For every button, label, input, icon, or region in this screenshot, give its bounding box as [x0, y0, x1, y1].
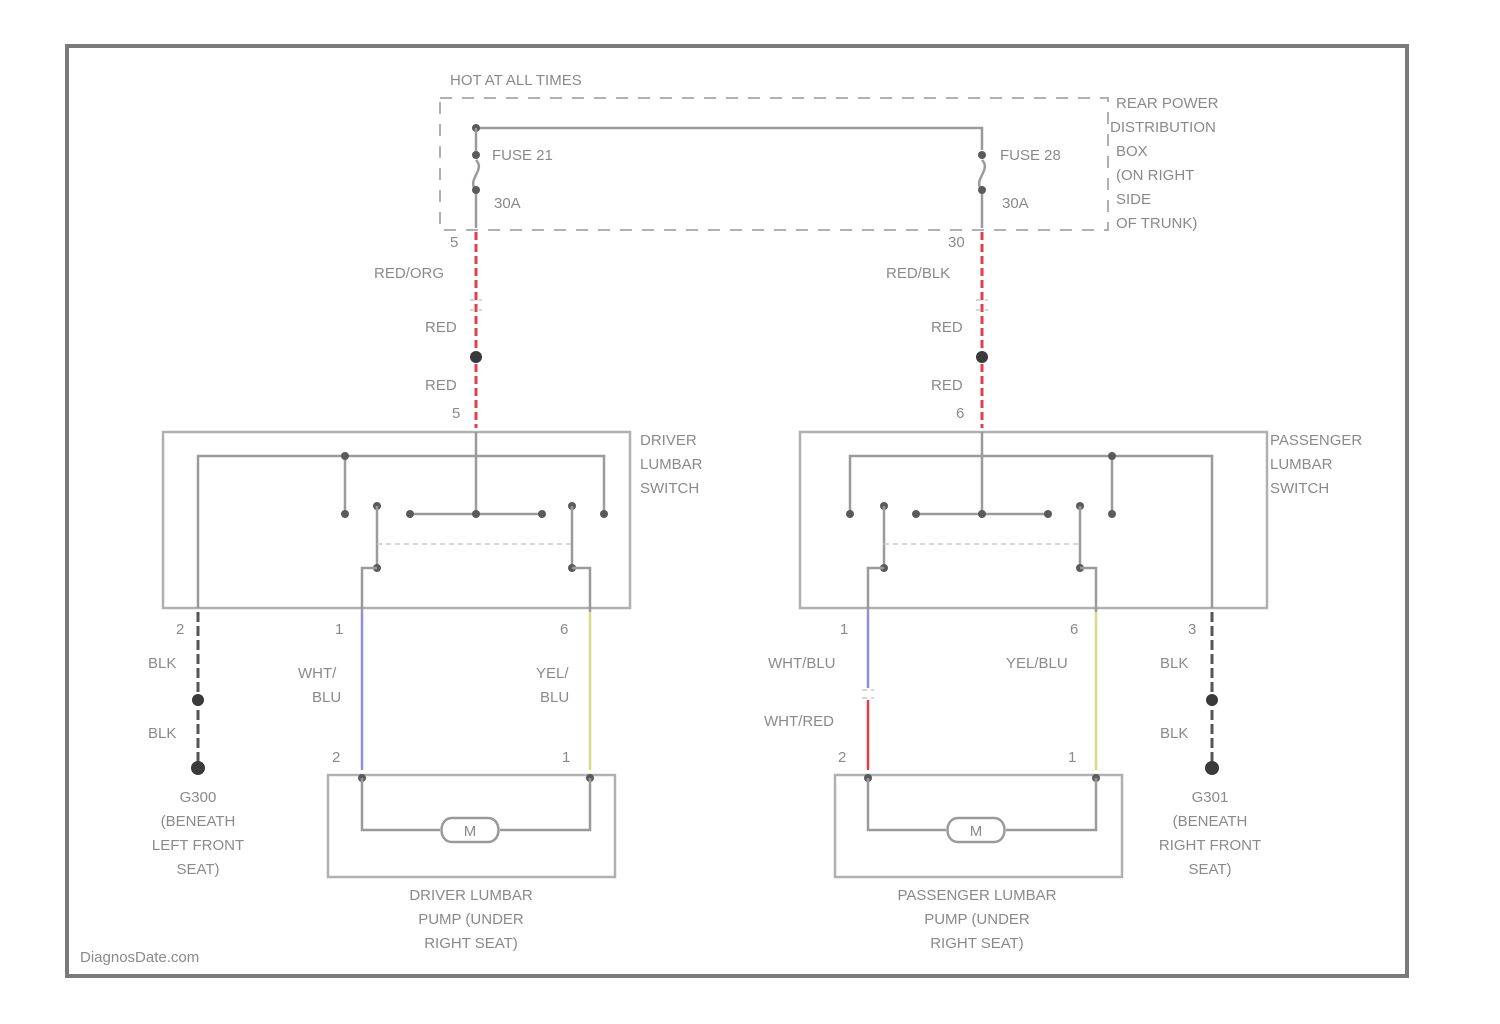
driver-gnd-wire-label-2: BLK	[148, 725, 176, 742]
g300-label-2: (BENEATH	[161, 813, 236, 830]
driver-switch-label-3: SWITCH	[640, 480, 699, 497]
driver-pump-label-2: PUMP (UNDER	[418, 911, 524, 928]
driver-motor-symbol: M	[464, 823, 477, 840]
driver-motor-pin-a: 2	[332, 749, 340, 766]
left-splice	[470, 351, 482, 363]
fuse-28-pin: 30	[948, 234, 965, 251]
g301-label-3: RIGHT FRONT	[1159, 837, 1261, 854]
right-switch-pin: 6	[956, 405, 964, 422]
passenger-pump-label-1: PASSENGER LUMBAR	[898, 887, 1057, 904]
fuse-21-label: FUSE 21	[492, 147, 553, 164]
driver-ground-splice	[192, 694, 204, 706]
driver-motor-pin-b: 1	[562, 749, 570, 766]
driver-gnd-wire-label-1: BLK	[148, 655, 176, 672]
fuse-28-label: FUSE 28	[1000, 147, 1061, 164]
driver-pin-gnd: 2	[176, 621, 184, 638]
left-wire-low-label: RED	[425, 377, 457, 394]
driver-lumbar-switch	[163, 432, 630, 612]
right-wire-top-label: RED/BLK	[886, 265, 950, 282]
passenger-wire-a-label-1: WHT/BLU	[768, 655, 836, 672]
g301-label-1: G301	[1192, 789, 1229, 806]
passenger-switch-label-2: LUMBAR	[1270, 456, 1333, 473]
driver-pin-a: 1	[335, 621, 343, 638]
passenger-switch-label-3: SWITCH	[1270, 480, 1329, 497]
passenger-motor-pin-a: 2	[838, 749, 846, 766]
driver-wire-a-label-1: WHT/	[298, 665, 337, 682]
passenger-pump-label-2: PUMP (UNDER	[924, 911, 1030, 928]
passenger-pin-b: 6	[1070, 621, 1078, 638]
passenger-pin-gnd: 3	[1188, 621, 1196, 638]
rear-box-line-3: BOX	[1116, 143, 1148, 160]
passenger-motor-symbol: M	[970, 823, 983, 840]
right-wire-low-label: RED	[931, 377, 963, 394]
rear-box-line-2: DISTRIBUTION	[1110, 119, 1216, 136]
driver-wire-b-label-2: BLU	[540, 689, 569, 706]
passenger-lumbar-switch	[800, 432, 1267, 612]
fuse-21-pin: 5	[450, 234, 458, 251]
g301-label-4: SEAT)	[1188, 861, 1231, 878]
fuse-21: FUSE 21 30A 5	[450, 128, 553, 251]
fuse-28: FUSE 28 30A 30	[948, 147, 1061, 251]
fuse-28-rating: 30A	[1002, 195, 1029, 212]
driver-pump-label-3: RIGHT SEAT)	[424, 935, 518, 952]
rear-box-line-1: REAR POWER	[1116, 95, 1219, 112]
passenger-wire-a-label-2: WHT/RED	[764, 713, 834, 730]
driver-pump-label-1: DRIVER LUMBAR	[409, 887, 533, 904]
passenger-ground-splice	[1206, 694, 1218, 706]
g300-label-3: LEFT FRONT	[152, 837, 244, 854]
passenger-pin-a: 1	[840, 621, 848, 638]
passenger-lumbar-pump: M	[835, 774, 1122, 877]
left-wire-top-label: RED/ORG	[374, 265, 444, 282]
driver-wire-b-label-1: YEL/	[536, 665, 569, 682]
driver-switch-label-1: DRIVER	[640, 432, 697, 449]
g300-ground-icon	[191, 761, 205, 775]
right-wire-mid-label: RED	[931, 319, 963, 336]
g301-label-2: (BENEATH	[1173, 813, 1248, 830]
driver-switch-label-2: LUMBAR	[640, 456, 703, 473]
g300-label-4: SEAT)	[176, 861, 219, 878]
passenger-gnd-wire-label-2: BLK	[1160, 725, 1188, 742]
passenger-switch-label-1: PASSENGER	[1270, 432, 1362, 449]
rear-box-line-4: (ON RIGHT	[1116, 167, 1194, 184]
g300-label-1: G300	[180, 789, 217, 806]
passenger-gnd-wire-label-1: BLK	[1160, 655, 1188, 672]
passenger-wire-b-label: YEL/BLU	[1006, 655, 1068, 672]
passenger-pump-label-3: RIGHT SEAT)	[930, 935, 1024, 952]
rear-box-line-5: SIDE	[1116, 191, 1151, 208]
left-switch-pin: 5	[452, 405, 460, 422]
g301-ground-icon	[1205, 761, 1219, 775]
left-wire-mid-label: RED	[425, 319, 457, 336]
driver-wire-a-label-2: BLU	[312, 689, 341, 706]
passenger-motor-pin-b: 1	[1068, 749, 1076, 766]
rear-box-line-6: OF TRUNK)	[1116, 215, 1197, 232]
driver-lumbar-pump: M	[328, 774, 615, 877]
rear-box-label: REAR POWER DISTRIBUTION BOX (ON RIGHT SI…	[1110, 95, 1219, 232]
hot-at-all-times-label: HOT AT ALL TIMES	[450, 72, 582, 89]
fuse-21-rating: 30A	[494, 195, 521, 212]
right-splice	[976, 351, 988, 363]
watermark: DiagnosDate.com	[80, 949, 199, 966]
driver-pin-b: 6	[560, 621, 568, 638]
